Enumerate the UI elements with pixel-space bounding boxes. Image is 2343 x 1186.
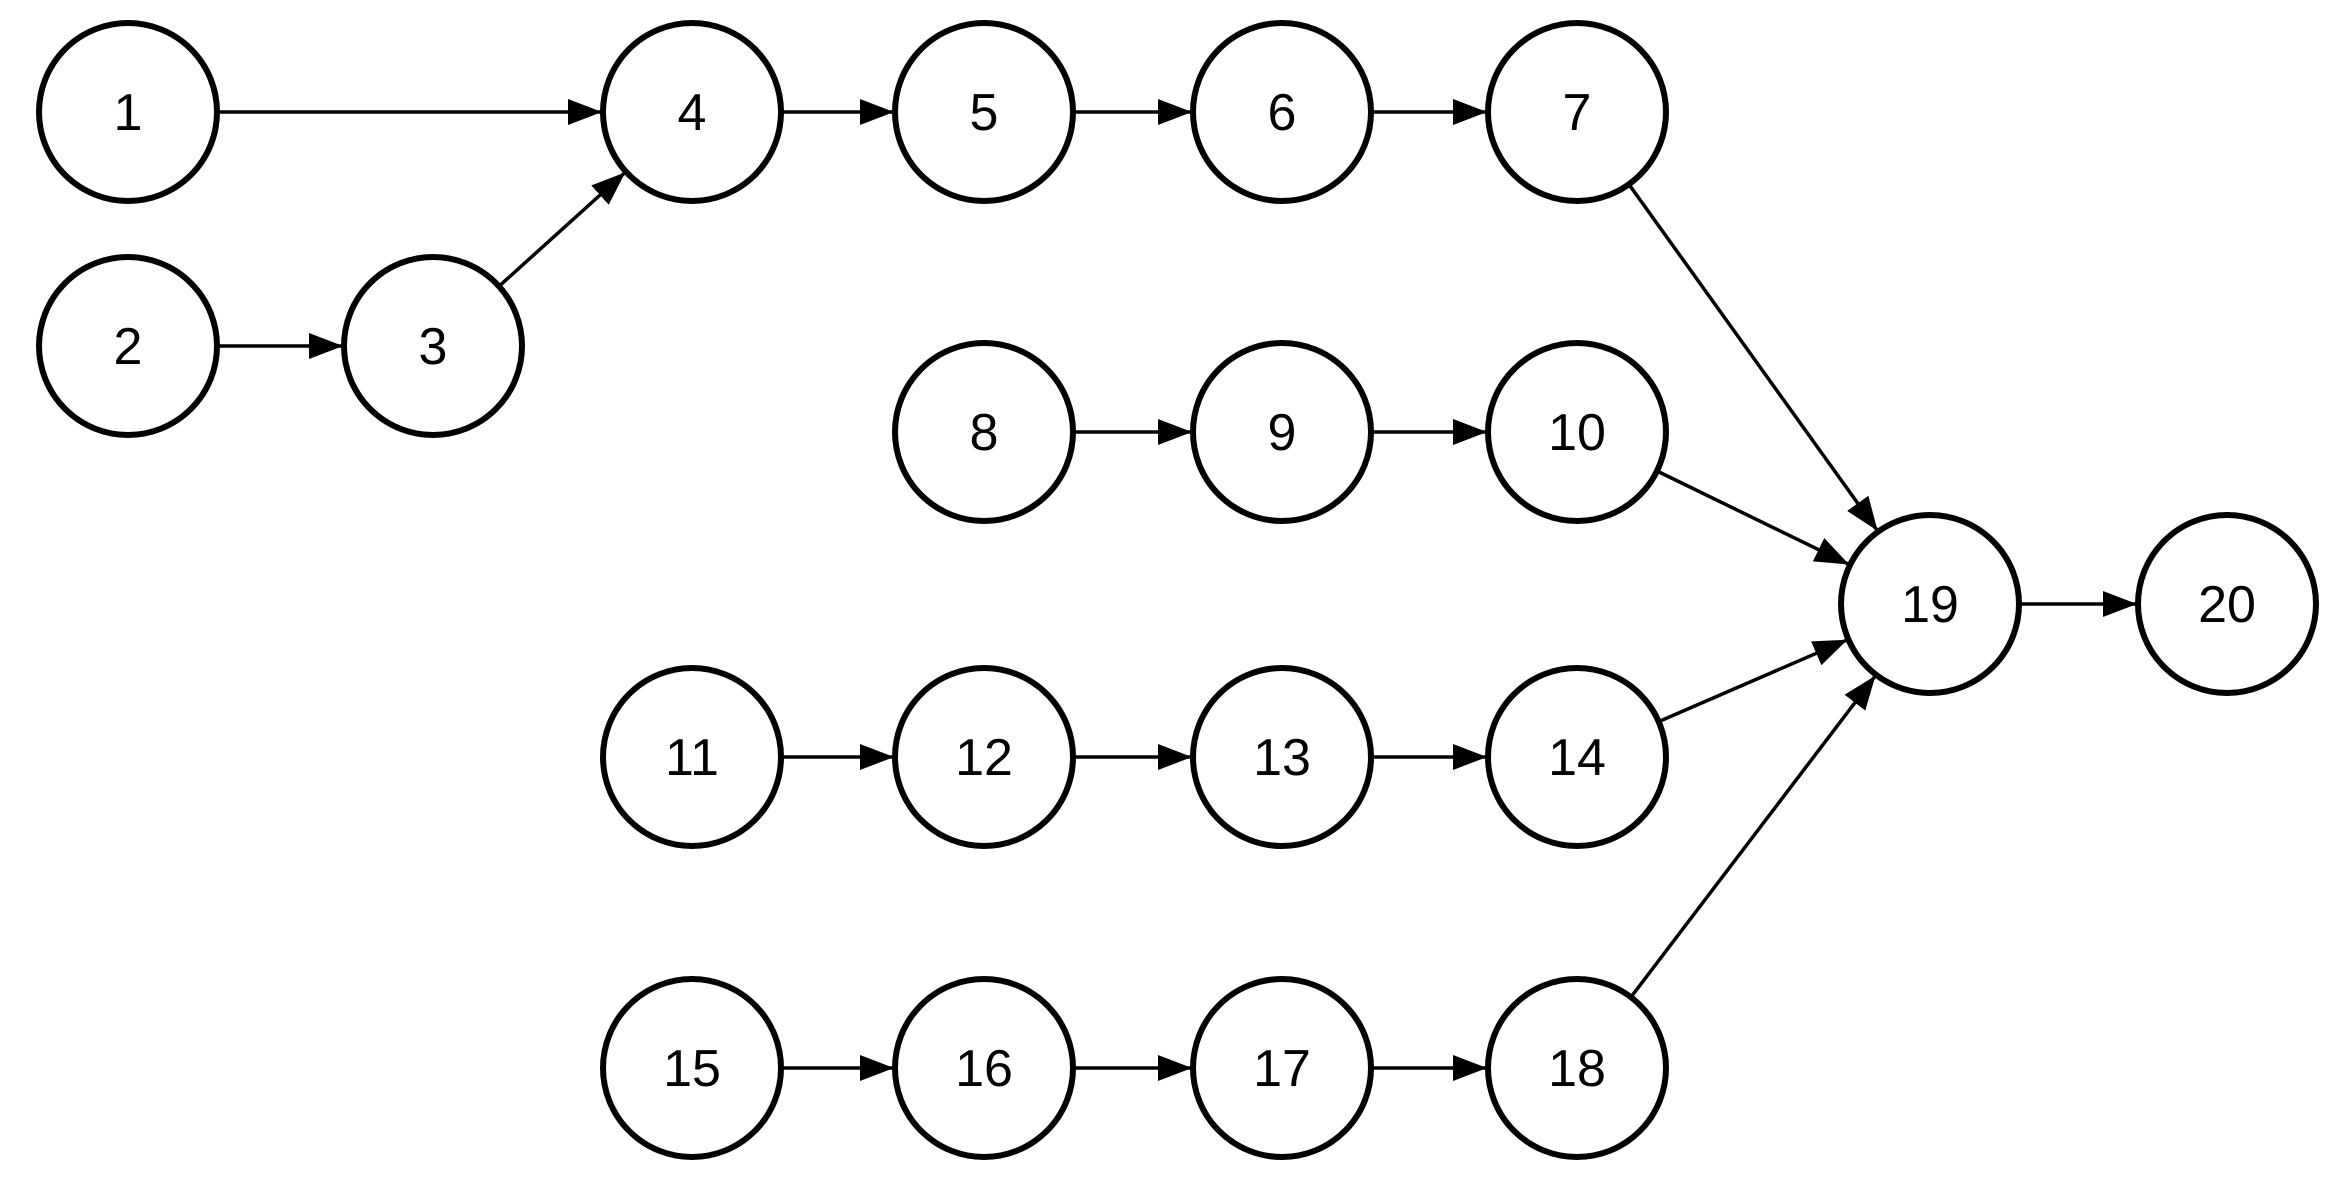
node-circle-7: [1485, 20, 1669, 204]
node-label-1: 1: [114, 84, 143, 142]
node-label-17: 17: [1253, 1040, 1311, 1098]
node-label-6: 6: [1268, 84, 1297, 142]
node-20: 20: [2135, 512, 2319, 696]
node-label-11: 11: [665, 729, 719, 787]
node-circle-11: [600, 665, 784, 849]
node-4: 4: [600, 20, 784, 204]
node-15: 15: [600, 976, 784, 1160]
node-1: 1: [36, 20, 220, 204]
node-7: 7: [1485, 20, 1669, 204]
edge-18-19: [1629, 675, 1877, 999]
node-circle-9: [1190, 340, 1374, 524]
node-11: 11: [600, 665, 784, 849]
node-6: 6: [1190, 20, 1374, 204]
node-circle-17: [1190, 976, 1374, 1160]
node-12: 12: [892, 665, 1076, 849]
node-label-8: 8: [970, 404, 999, 462]
node-5: 5: [892, 20, 1076, 204]
node-circle-16: [892, 976, 1076, 1160]
node-18: 18: [1485, 976, 1669, 1160]
node-8: 8: [892, 340, 1076, 524]
node-label-20: 20: [2198, 576, 2256, 634]
node-label-7: 7: [1563, 84, 1592, 142]
node-label-16: 16: [955, 1040, 1013, 1098]
node-circle-19: [1838, 512, 2022, 696]
node-label-4: 4: [678, 84, 707, 142]
node-circle-12: [892, 665, 1076, 849]
node-circle-1: [36, 20, 220, 204]
node-circle-20: [2135, 512, 2319, 696]
node-circle-6: [1190, 20, 1374, 204]
node-14: 14: [1485, 665, 1669, 849]
node-label-12: 12: [955, 729, 1013, 787]
node-label-3: 3: [419, 318, 448, 376]
node-3: 3: [341, 254, 525, 438]
edges-layer: [217, 99, 2137, 1081]
edge-10-19: [1656, 469, 1850, 566]
node-label-18: 18: [1548, 1040, 1606, 1098]
node-17: 17: [1190, 976, 1374, 1160]
node-circle-10: [1485, 340, 1669, 524]
node-label-10: 10: [1548, 404, 1606, 462]
node-circle-14: [1485, 665, 1669, 849]
node-2: 2: [36, 254, 220, 438]
node-circle-13: [1190, 665, 1374, 849]
node-13: 13: [1190, 665, 1374, 849]
node-label-14: 14: [1548, 729, 1606, 787]
node-circle-3: [341, 254, 525, 438]
node-9: 9: [1190, 340, 1374, 524]
edge-3-4: [497, 171, 626, 288]
edge-7-19: [1627, 183, 1879, 532]
node-circle-8: [892, 340, 1076, 524]
node-circle-15: [600, 976, 784, 1160]
node-10: 10: [1485, 340, 1669, 524]
node-label-13: 13: [1253, 729, 1311, 787]
node-label-15: 15: [663, 1040, 721, 1098]
node-circle-2: [36, 254, 220, 438]
node-19: 19: [1838, 512, 2022, 696]
node-16: 16: [892, 976, 1076, 1160]
node-circle-5: [892, 20, 1076, 204]
node-label-19: 19: [1901, 576, 1959, 634]
node-circle-4: [600, 20, 784, 204]
node-label-2: 2: [114, 318, 143, 376]
node-label-5: 5: [970, 84, 999, 142]
node-circle-18: [1485, 976, 1669, 1160]
node-label-9: 9: [1268, 404, 1297, 462]
edge-14-19: [1658, 638, 1848, 724]
